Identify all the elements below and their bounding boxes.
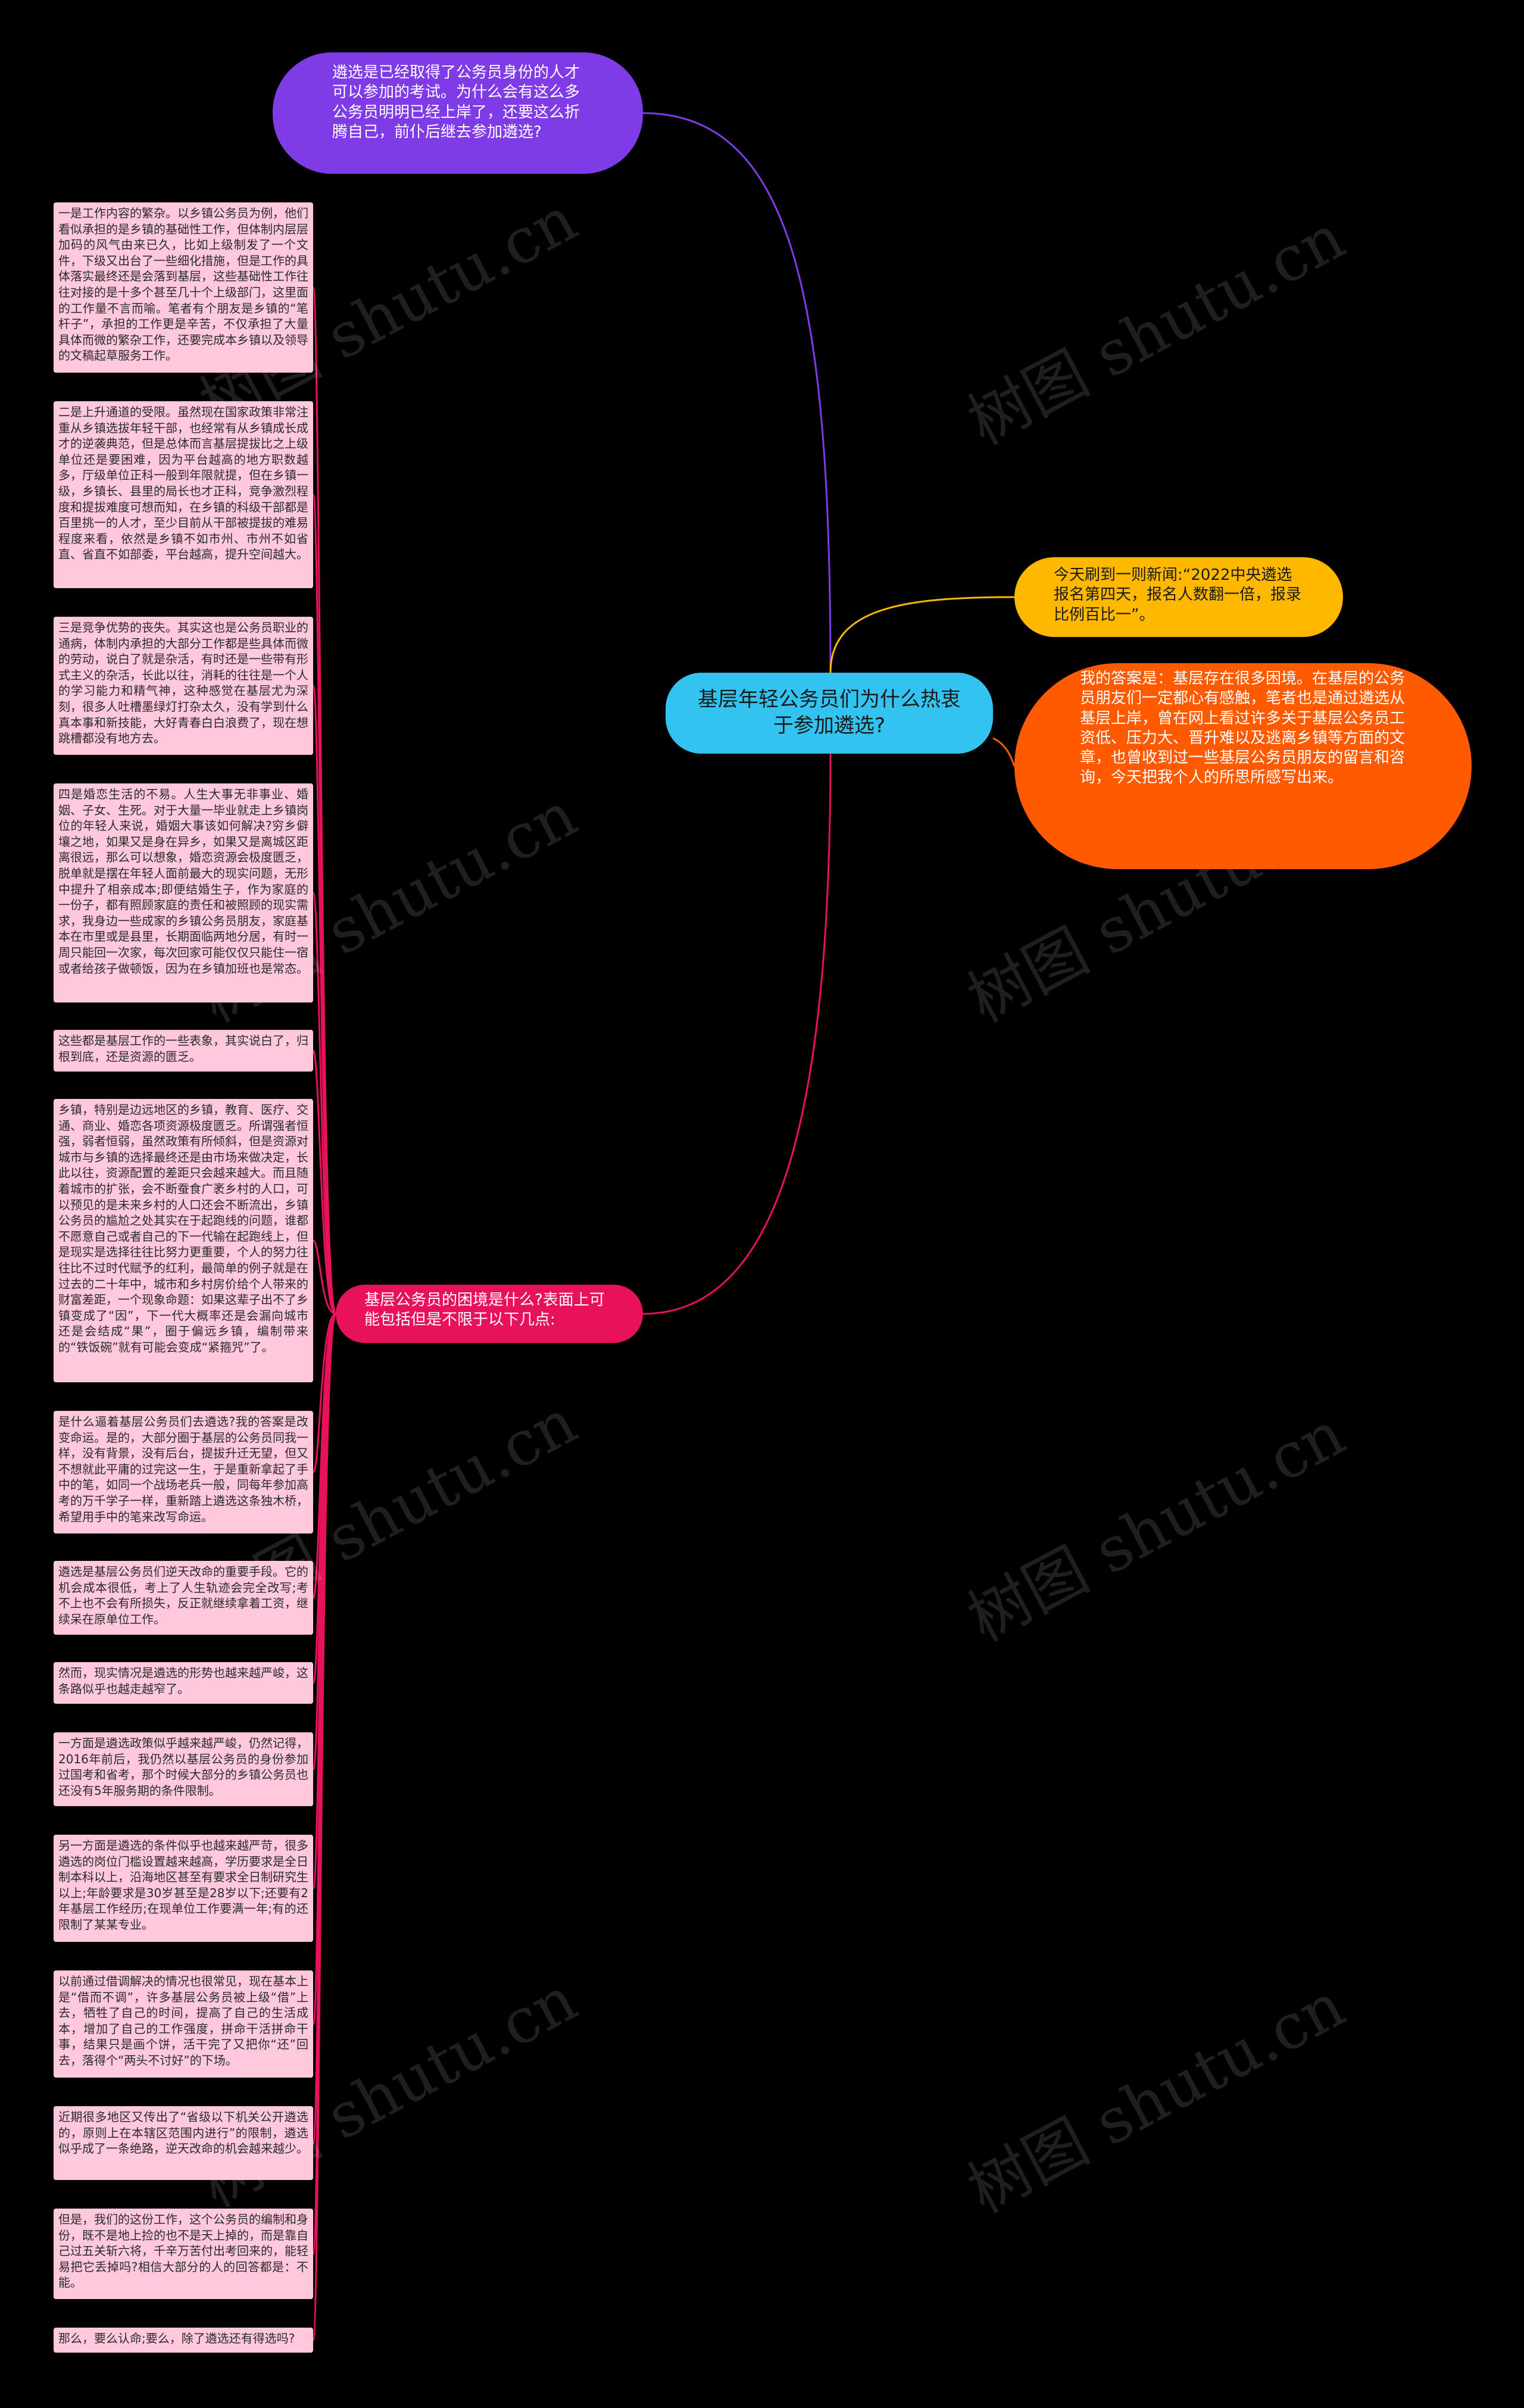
- branch-dilemmas[interactable]: 基层公务员的困境是什么?表面上可能包括但是不限于以下几点:: [336, 1285, 643, 1343]
- leaf-dilemma-11[interactable]: 另一方面是遴选的条件似乎也越来越严苛，很多遴选的岗位门槛设置越来越高，学历要求是…: [54, 1835, 313, 1942]
- leaf-dilemma-3[interactable]: 三是竞争优势的丧失。其实这也是公务员职业的通病，体制内承担的大部分工作都是些具体…: [54, 617, 313, 755]
- leaf-dilemma-10[interactable]: 一方面是遴选政策似乎越来越严峻，仍然记得，2016年前后，我仍然以基层公务员的身…: [54, 1732, 313, 1806]
- leaf-dilemma-5[interactable]: 这些都是基层工作的一些表象，其实说白了，归根到底，还是资源的匮乏。: [54, 1030, 313, 1072]
- leaf-dilemma-6[interactable]: 乡镇，特别是边远地区的乡镇，教育、医疗、交通、商业、婚恋各项资源极度匮乏。所谓强…: [54, 1099, 313, 1382]
- connector-dilemma-leaf: [312, 1313, 337, 2341]
- connector-dilemma-leaf: [312, 1313, 336, 1473]
- branch-news[interactable]: 今天刷到一则新闻:“2022中央遴选报名第四天，报名人数翻一倍，报录比例百比一”…: [1014, 557, 1343, 637]
- root-topic[interactable]: 基层年轻公务员们为什么热衷于参加遴选?: [666, 673, 993, 754]
- connector-root-dilemma: [642, 753, 832, 1315]
- connector-root-answer: [992, 737, 1016, 767]
- branch-answer[interactable]: 我的答案是：基层存在很多困境。在基层的公务员朋友们一定都心有感触，笔者也是通过遴…: [1014, 663, 1472, 869]
- leaf-dilemma-12[interactable]: 以前通过借调解决的情况也很常见，现在基本上是“借而不调”，许多基层公务员被上级“…: [54, 1970, 313, 2078]
- leaf-dilemma-1[interactable]: 一是工作内容的繁杂。以乡镇公务员为例，他们看似承担的是乡镇的基础性工作，但体制内…: [54, 202, 313, 373]
- connector-dilemma-leaf: [312, 1050, 337, 1315]
- leaf-dilemma-14[interactable]: 但是，我们的这份工作，这个公务员的编制和身份，既不是地上捡的也不是天上掉的，而是…: [54, 2209, 313, 2299]
- connector-dilemma-leaf: [312, 1239, 336, 1315]
- leaf-connectors: [312, 286, 337, 2341]
- leaf-dilemma-4[interactable]: 四是婚恋生活的不易。人生大事无非事业、婚姻、子女、生死。对于大量一毕业就走上乡镇…: [54, 783, 313, 1002]
- connector-dilemma-leaf: [312, 892, 337, 1315]
- leaf-dilemma-2[interactable]: 二是上升通道的受限。虽然现在国家政策非常注重从乡镇选拔年轻干部，也经常有从乡镇成…: [54, 401, 313, 588]
- connector-dilemma-leaf: [312, 685, 337, 1315]
- leaf-dilemma-9[interactable]: 然而，现实情况是遴选的形势也越来越严峻，这条路似乎也越走越窄了。: [54, 1662, 313, 1704]
- root-topic-label: 基层年轻公务员们为什么热衷于参加遴选?: [698, 688, 961, 738]
- branch-eligibility[interactable]: 遴选是已经取得了公务员身份的人才可以参加的考试。为什么会有这么多公务员明明已经上…: [273, 52, 643, 174]
- connector-root-top: [642, 112, 832, 673]
- leaf-dilemma-13[interactable]: 近期很多地区又传出了“省级以下机关公开遴选的，原则上在本辖区范围内进行”的限制，…: [54, 2106, 313, 2180]
- leaf-dilemma-7[interactable]: 是什么逼着基层公务员们去遴选?我的答案是改变命运。是的，大部分圈于基层的公务员同…: [54, 1411, 313, 1534]
- leaf-dilemma-8[interactable]: 遴选是基层公务员们逆天改命的重要手段。它的机会成本很低，考上了人生轨迹会完全改写…: [54, 1561, 313, 1635]
- connector-root-news: [829, 596, 1015, 673]
- leaf-dilemma-15[interactable]: 那么，要么认命;要么，除了遴选还有得选吗?: [54, 2328, 313, 2353]
